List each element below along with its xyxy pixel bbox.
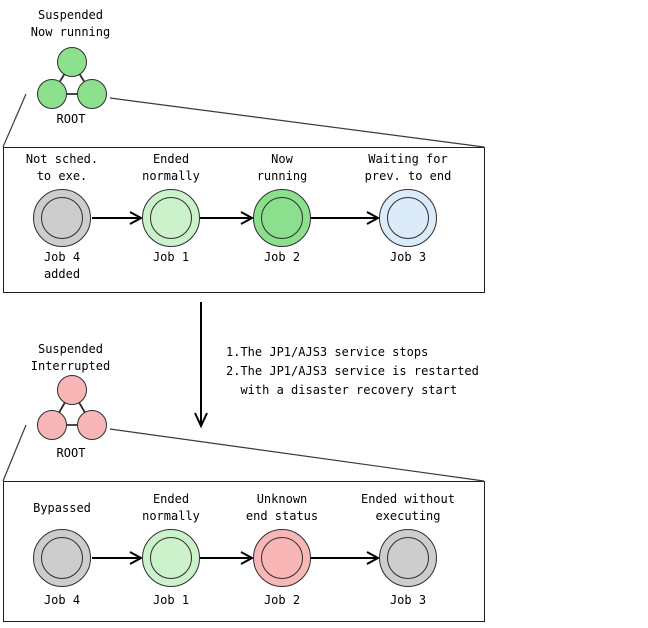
jobnet-icon-circle-right [77,410,107,440]
job-node-inner-ring [387,197,429,239]
job-name-label: Job 1 [152,250,190,264]
bottom-jobnet-state-label: Suspended Interrupted [30,342,111,373]
job-node-inner-ring [261,197,303,239]
jobnet-icon-circle-top [57,47,87,77]
job-name-label: Job 3 [389,250,427,264]
job-status-label: Not sched. to exe. [25,152,99,183]
bottom-root-label: ROOT [56,446,86,460]
jobnet-icon-circle-right [77,79,107,109]
job-status-label: Now running [256,152,308,183]
job-node-inner-ring [261,537,303,579]
job-node-circle [379,189,437,247]
job-status-label: Unknown end status [245,492,319,523]
job-status-label: Ended normally [142,152,200,183]
jobnet-icon-circle-left [37,410,67,440]
job-name-label: Job 4 added [43,250,81,281]
job-node-inner-ring [41,197,83,239]
job-status-label: Waiting for prev. to end [364,152,452,183]
top-jobnet-state-label: Suspended Now running [30,8,111,39]
job-name-label: Job 2 [263,250,301,264]
job-node-inner-ring [150,537,192,579]
job-status-label: Ended without executing [361,492,455,523]
transition-arrow [194,302,208,429]
transition-note: 1.The JP1/AJS3 service stops 2.The JP1/A… [226,345,479,397]
job-node-circle [33,189,91,247]
job-node-inner-ring [387,537,429,579]
job-name-label: Job 4 [43,593,81,607]
job-status-label: Bypassed [33,500,91,515]
top-root-label: ROOT [56,112,86,126]
job-node-circle [142,189,200,247]
jobnet-icon-circle-top [57,375,87,405]
job-node-inner-ring [150,197,192,239]
job-node-inner-ring [41,537,83,579]
job-node-circle [33,529,91,587]
job-status-label: Ended normally [142,492,200,523]
arrowhead-icon [194,412,208,429]
job-node-circle [379,529,437,587]
job-node-circle [253,189,311,247]
job-name-label: Job 2 [263,593,301,607]
jobnet-icon-circle-left [37,79,67,109]
job-name-label: Job 1 [152,593,190,607]
job-name-label: Job 3 [389,593,427,607]
job-node-circle [142,529,200,587]
job-node-circle [253,529,311,587]
